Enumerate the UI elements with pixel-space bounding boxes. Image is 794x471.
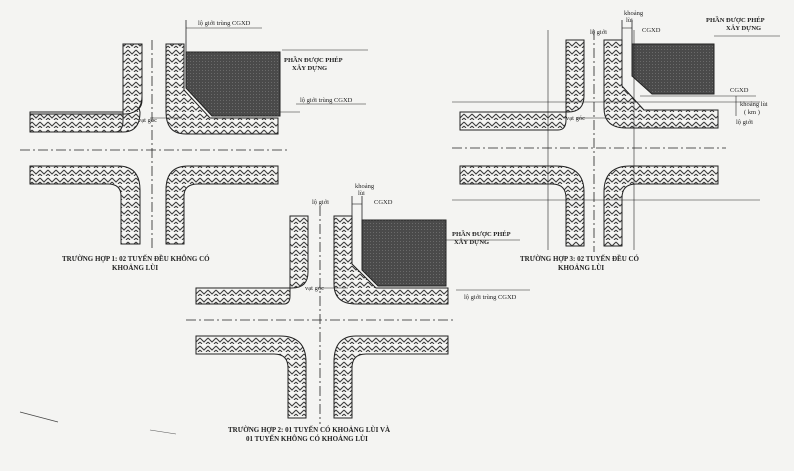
label-allowed-1: PHẦN ĐƯỢC PHÉP (284, 56, 343, 64)
caption-case-2-line-2: 01 TUYẾN KHÔNG CÓ KHOẢNG LÙI (246, 435, 368, 443)
label-khoang-lui-right: khoảng lùi (740, 101, 768, 108)
case-1-diagram: lộ giới trùng CGXD PHẦN ĐƯỢC PHÉP XÂY DỰ… (20, 20, 368, 272)
sidewalk-top-right (603, 39, 719, 129)
label-cgxd: CGXD (642, 27, 661, 34)
label-allowed-1: PHẦN ĐƯỢC PHÉP (452, 230, 511, 238)
case-3-diagram: khoảng lùi lộ giới CGXD PHẦN ĐƯỢC PHÉP X… (452, 10, 780, 272)
label-khoang: khoảng (624, 10, 644, 17)
sidewalk-top-right (165, 43, 279, 135)
sidewalk-top-left (195, 215, 309, 305)
label-km: ( km ) (744, 109, 760, 116)
sidewalk-bottom-left (29, 165, 141, 245)
label-lo-gioi: lộ giới (312, 199, 329, 206)
sidewalk-bottom-right (165, 165, 279, 245)
label-allowed-2: XÂY DỰNG (292, 64, 327, 72)
label-allowed-2: XÂY DỰNG (454, 238, 489, 246)
allowed-construction-zone (185, 51, 281, 117)
allowed-construction-zone (631, 43, 715, 95)
case-2-diagram: khoảng lùi lộ giới CGXD PHẦN ĐƯỢC PHÉP X… (186, 183, 530, 443)
label-khoang: khoảng (355, 183, 375, 190)
caption-case-3-line-1: TRƯỜNG HỢP 3: 02 TUYẾN ĐỀU CÓ (520, 255, 640, 263)
label-vat-goc: vạt góc (305, 285, 324, 292)
label-cgxd-right: CGXD (730, 87, 749, 94)
sidewalk-bottom-right (333, 335, 449, 419)
scan-mark (19, 411, 59, 423)
sidewalk-bottom-left (459, 165, 585, 247)
label-lo-gioi: lộ giới (590, 29, 607, 36)
label-allowed-1: PHẦN ĐƯỢC PHÉP (706, 16, 765, 24)
sidewalk-bottom-left (195, 335, 307, 419)
caption-case-2-line-1: TRƯỜNG HỢP 2: 01 TUYẾN CÓ KHOẢNG LÙI VÀ (228, 426, 390, 434)
label-vat-goc: vạt góc (138, 117, 157, 124)
label-lo-gioi-right: lộ giới trùng CGXD (464, 294, 517, 301)
sidewalk-top-left (459, 39, 585, 131)
scan-mark (149, 429, 177, 435)
label-lui: lùi (626, 17, 633, 24)
label-allowed-2: XÂY DỰNG (726, 24, 761, 32)
label-lo-gioi-top: lộ giới trùng CGXD (198, 20, 251, 27)
label-lo-gioi-right: lộ giới trùng CGXD (300, 97, 353, 104)
allowed-construction-zone (361, 219, 447, 287)
label-lui: lùi (358, 190, 365, 197)
caption-case-1-line-1: TRƯỜNG HỢP 1: 02 TUYẾN ĐỀU KHÔNG CÓ (62, 255, 210, 263)
caption-case-1-line-2: KHOẢNG LÙI (112, 264, 158, 272)
sidewalk-top-left-b (29, 43, 143, 133)
label-vat-goc: vạt góc (566, 115, 585, 122)
label-lo-gioi-right: lộ giới (736, 119, 753, 126)
caption-case-3-line-2: KHOẢNG LÙI (558, 264, 604, 272)
label-cgxd: CGXD (374, 199, 393, 206)
sidewalk-bottom-right (603, 165, 719, 247)
